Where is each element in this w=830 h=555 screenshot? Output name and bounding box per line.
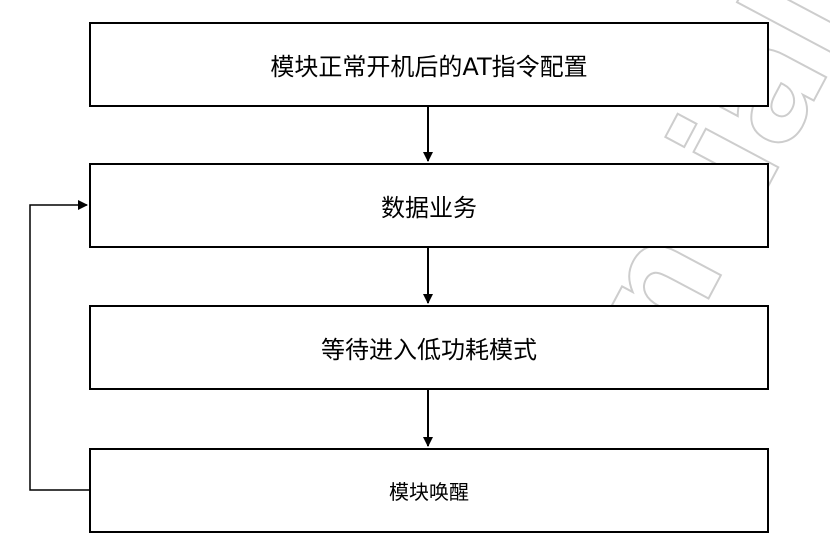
step-box-module-wakeup: 模块唤醒 [89,448,769,533]
step-label: 模块唤醒 [389,480,469,504]
step-box-at-config: 模块正常开机后的AT指令配置 [89,22,769,107]
step-label: 等待进入低功耗模式 [321,336,537,364]
loop-back-arrow [29,200,89,491]
step-label: 数据业务 [381,194,477,222]
step-label: 模块正常开机后的AT指令配置 [270,53,588,81]
step-box-data-service: 数据业务 [89,163,769,248]
step-box-wait-low-power: 等待进入低功耗模式 [89,305,769,390]
